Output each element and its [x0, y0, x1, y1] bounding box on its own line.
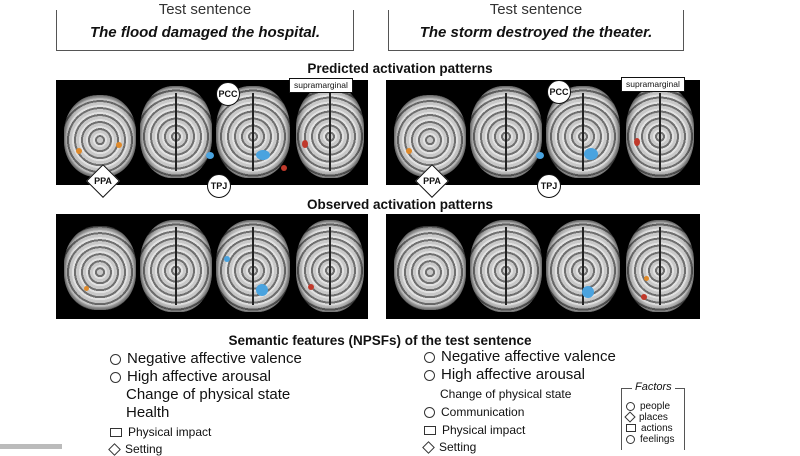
brain-slice: [470, 86, 542, 178]
places-factor-icon: [422, 441, 435, 455]
right-test-sentence-label: Test sentence: [483, 1, 589, 18]
right-feature: Communication: [424, 405, 524, 419]
diamond-icon: [624, 411, 636, 424]
brain-slice: [394, 95, 466, 177]
activation-spot: [641, 294, 647, 300]
right-feature: Setting: [422, 440, 476, 455]
activation-spot: [582, 286, 594, 298]
factors-title: Factors: [632, 381, 675, 393]
factor-item: actions: [626, 423, 673, 434]
right-feature: Negative affective valence: [424, 348, 616, 365]
activation-spot: [406, 148, 412, 154]
factor-item: people: [626, 401, 670, 412]
brain-slice: [140, 220, 212, 312]
circle-icon: [626, 401, 635, 411]
predicted-right-panel: [386, 80, 700, 185]
brain-slice: [394, 226, 466, 310]
actions-factor-icon: [110, 428, 122, 438]
left-feature: Negative affective valence: [110, 350, 302, 367]
predicted-title: Predicted activation patterns: [307, 61, 493, 76]
square-icon: [626, 424, 636, 433]
right-test-sentence: The storm destroyed the theater.: [419, 24, 653, 41]
predicted-left-panel: [56, 80, 368, 185]
brain-slice: [64, 226, 136, 310]
activation-spot: [256, 284, 268, 296]
places-factor-icon: [108, 443, 121, 456]
activation-spot: [536, 152, 544, 159]
factor-item: feelings: [626, 434, 674, 445]
observed-right-panel: [386, 214, 700, 319]
activation-spot: [302, 140, 308, 148]
right-test-sentence-box: Test sentence The storm destroyed the th…: [388, 1, 684, 51]
ppa-callout-label: PPA: [94, 176, 112, 186]
activation-spot: [634, 138, 640, 146]
features-title: Semantic features (NPSFs) of the test se…: [228, 333, 532, 348]
right-feature: Change of physical state: [440, 387, 572, 401]
activation-spot: [224, 256, 230, 262]
people-factor-icon: [424, 351, 435, 363]
activation-spot: [76, 148, 82, 154]
pcc-callout: PCC: [216, 82, 240, 106]
brain-slice: [296, 220, 364, 312]
tpj-callout: TPJ: [207, 174, 231, 198]
activation-spot: [116, 142, 122, 148]
feelings-factor-icon: [424, 369, 435, 381]
brain-slice: [64, 95, 136, 177]
people-factor-icon: [424, 407, 435, 419]
left-test-sentence-label: Test sentence: [152, 1, 258, 18]
left-test-sentence: The flood damaged the hospital.: [89, 24, 320, 41]
right-feature: High affective arousal: [424, 366, 585, 383]
supramarginal-callout: supramarginal: [289, 78, 353, 93]
brain-slice: [546, 220, 620, 312]
activation-spot: [84, 286, 89, 291]
right-feature: Physical impact: [424, 423, 525, 437]
brain-slice: [216, 220, 290, 312]
left-feature: Change of physical state: [126, 386, 291, 403]
actions-factor-icon: [424, 426, 436, 436]
brain-slice: [140, 86, 212, 178]
left-feature: Health: [126, 404, 170, 421]
brain-slice: [296, 86, 364, 178]
feelings-factor-icon: [110, 371, 121, 383]
left-feature: High affective arousal: [110, 368, 271, 385]
factors-legend: Factors people places actions feelings: [621, 381, 685, 450]
activation-spot: [308, 284, 314, 290]
brain-slice: [626, 86, 694, 178]
caption-strip: [0, 444, 62, 449]
observed-title: Observed activation patterns: [306, 197, 494, 212]
observed-left-panel: [56, 214, 368, 319]
activation-spot: [256, 150, 270, 160]
ppa-callout-label: PPA: [423, 176, 441, 186]
activation-spot: [644, 276, 649, 281]
activation-spot: [281, 165, 287, 171]
brain-slice: [626, 220, 694, 312]
activation-spot: [206, 152, 214, 159]
pcc-callout: PCC: [547, 80, 571, 104]
supramarginal-callout: supramarginal: [621, 77, 685, 92]
factor-item: places: [624, 411, 668, 424]
tpj-callout: TPJ: [537, 174, 561, 198]
left-feature: Physical impact: [110, 425, 211, 439]
left-feature: Setting: [108, 442, 162, 456]
circle-icon: [626, 434, 635, 444]
left-test-sentence-box: Test sentence The flood damaged the hosp…: [56, 1, 354, 51]
people-factor-icon: [110, 353, 121, 365]
activation-spot: [584, 148, 598, 160]
brain-slice: [470, 220, 542, 312]
